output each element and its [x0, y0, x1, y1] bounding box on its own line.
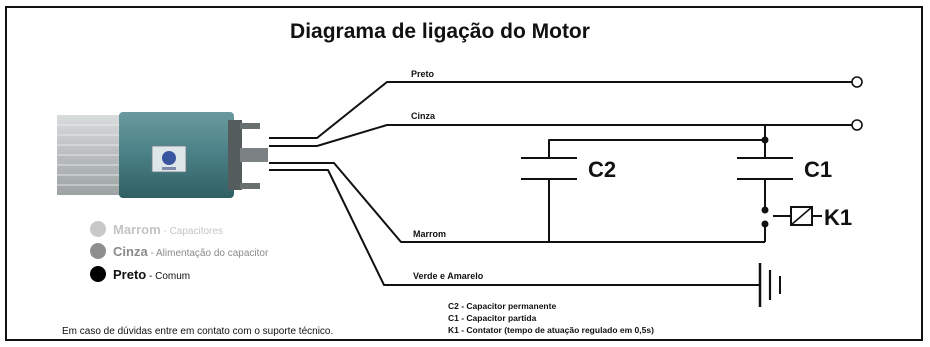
legend-dot-preto: [90, 266, 106, 282]
wire-preto: [269, 81, 852, 139]
legend: Marrom - Capacitores Cinza - Alimentação…: [90, 221, 269, 282]
junction-dot: [761, 136, 769, 144]
legend-desc: - Capacitores: [161, 226, 223, 237]
wire-marrom: [269, 162, 765, 243]
wire-label-marrom: Marrom: [413, 229, 446, 239]
label-k1: K1: [824, 205, 852, 230]
wire-label-cinza: Cinza: [411, 111, 436, 121]
junctions: [761, 136, 769, 228]
legend-item-marrom: Marrom - Capacitores: [113, 222, 223, 237]
terminal-cinza: [851, 119, 863, 131]
wire-cinza: [269, 124, 852, 147]
key-note-k1: K1 - Contator (tempo de atuação regulado…: [448, 325, 654, 335]
legend-desc: - Comum: [146, 271, 190, 282]
k1-coil: [790, 206, 813, 226]
legend-desc: - Alimentação do capacitor: [148, 248, 269, 259]
legend-dot-marrom: [90, 221, 106, 237]
component-key: C2 - Capacitor permanente C1 - Capacitor…: [448, 301, 654, 335]
wires: [269, 81, 852, 307]
cap-top-bus: [548, 139, 765, 158]
k1-contact-dot-top: [761, 206, 769, 214]
legend-item-cinza: Cinza - Alimentação do capacitor: [113, 244, 269, 259]
page-title: Diagrama de ligação do Motor: [290, 20, 590, 43]
wire-verde-amarelo: [269, 169, 760, 286]
terminals: [851, 76, 863, 131]
legend-name: Marrom: [113, 222, 161, 237]
wire-label-verde-amarelo: Verde e Amarelo: [413, 271, 484, 281]
key-note-c2: C2 - Capacitor permanente: [448, 301, 556, 311]
label-c2: C2: [588, 157, 616, 182]
legend-item-preto: Preto - Comum: [113, 267, 190, 282]
terminal-preto: [851, 76, 863, 88]
key-note-c1: C1 - Capacitor partida: [448, 313, 537, 323]
legend-name: Preto: [113, 267, 146, 282]
wire-label-preto: Preto: [411, 69, 435, 79]
legend-name: Cinza: [113, 244, 148, 259]
label-c1: C1: [804, 157, 832, 182]
k1-contact-dot-bottom: [761, 220, 769, 228]
support-note: Em caso de dúvidas entre em contato com …: [62, 326, 333, 337]
legend-dot-cinza: [90, 243, 106, 259]
motor-image: [57, 112, 268, 198]
